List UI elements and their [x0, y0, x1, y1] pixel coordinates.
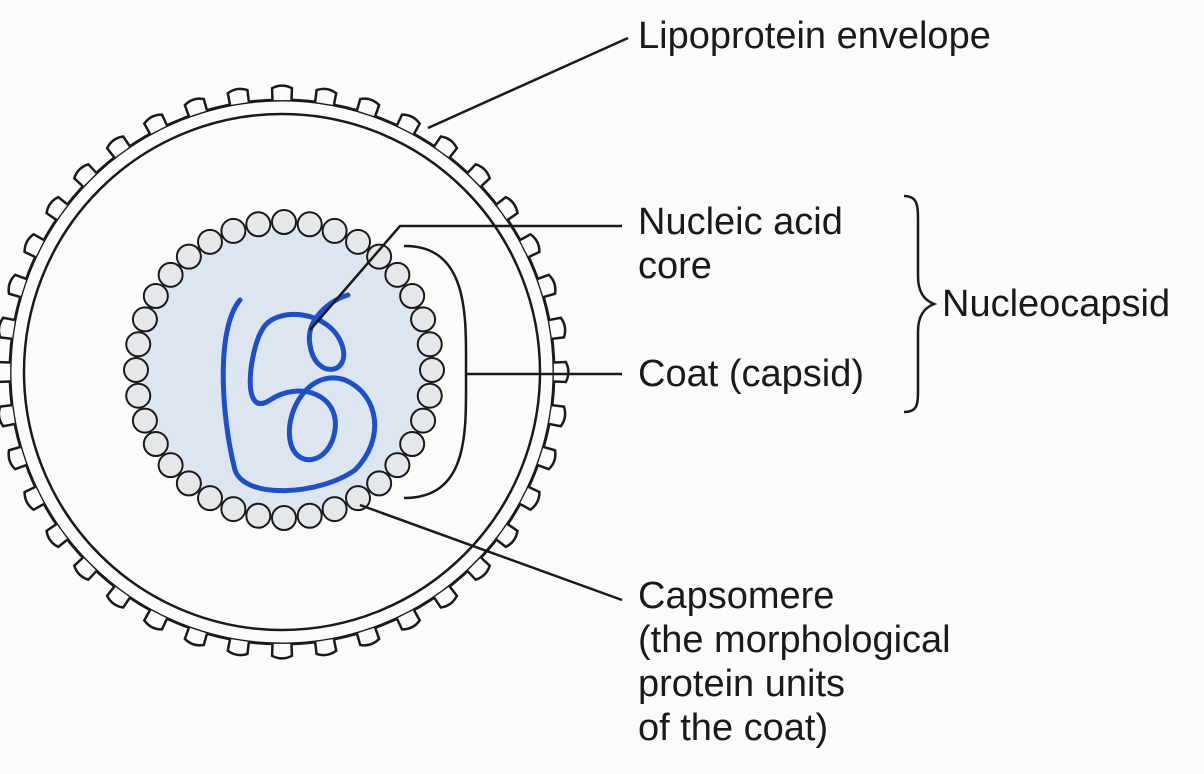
envelope-spike: [144, 115, 167, 135]
envelope-spike: [357, 628, 379, 646]
envelope-spike: [538, 275, 556, 297]
label-lipoprotein-envelope: Lipoprotein envelope: [638, 14, 991, 58]
envelope-spike: [47, 197, 68, 220]
capsomere: [198, 230, 222, 254]
envelope-spike: [397, 115, 420, 135]
envelope-spike: [434, 137, 457, 158]
capsomere: [198, 486, 222, 510]
capsomere: [126, 384, 150, 408]
envelope-spike: [185, 628, 207, 646]
label-capsomere-line-2: (the morphological: [638, 618, 951, 662]
capsomere: [298, 504, 322, 528]
capsomere: [133, 307, 157, 331]
envelope-spike: [272, 86, 292, 101]
capsomere: [323, 497, 347, 521]
capsomere: [177, 471, 201, 495]
nucleocapsid-brace: [904, 196, 934, 412]
envelope-spike: [397, 610, 420, 630]
capsomere: [246, 212, 270, 236]
capsomere: [418, 384, 442, 408]
capsomere: [272, 210, 296, 234]
label-nucleic-acid-line-1: Nucleic acid: [638, 200, 843, 244]
capsomere: [221, 219, 245, 243]
envelope-spike: [107, 137, 130, 158]
label-capsomere-line-1: Capsomere: [638, 574, 951, 618]
capsomere: [385, 453, 409, 477]
capsomere: [159, 263, 183, 287]
capsomere: [246, 504, 270, 528]
envelope-spike: [357, 99, 379, 117]
capsomere: [418, 332, 442, 356]
envelope-spike: [144, 610, 167, 630]
envelope-spike: [74, 557, 96, 579]
capsomere: [385, 263, 409, 287]
envelope-spike: [74, 164, 96, 186]
label-capsomere-line-4: of the coat): [638, 706, 951, 750]
capsomere: [133, 409, 157, 433]
capsomere: [323, 219, 347, 243]
capsomere: [367, 471, 391, 495]
label-nucleocapsid: Nucleocapsid: [942, 282, 1170, 326]
envelope-spike: [554, 362, 569, 382]
capsomere: [420, 358, 444, 382]
capsomere: [298, 212, 322, 236]
envelope-spike: [520, 234, 540, 257]
envelope-spike: [434, 586, 457, 607]
envelope-spike: [25, 234, 45, 257]
envelope-spike: [538, 447, 556, 469]
label-coat-capsid: Coat (capsid): [638, 352, 864, 396]
capsomere: [177, 245, 201, 269]
envelope-spike: [496, 524, 517, 547]
capsomere: [124, 358, 148, 382]
capsomere: [411, 409, 435, 433]
envelope-spike: [467, 164, 489, 186]
label-nucleic-acid-core: Nucleic acid core: [638, 200, 843, 288]
envelope-spike: [47, 524, 68, 547]
envelope-spike: [107, 586, 130, 607]
envelope-spike: [9, 275, 27, 297]
envelope-spike: [496, 197, 517, 220]
capsomere: [411, 307, 435, 331]
envelope-spike: [467, 557, 489, 579]
capsomere: [346, 230, 370, 254]
leader-line-envelope: [428, 38, 628, 128]
capsomere: [400, 432, 424, 456]
label-capsomere-line-3: protein units: [638, 662, 951, 706]
envelope-spike: [520, 487, 540, 510]
capsomere: [144, 284, 168, 308]
capsomere: [400, 284, 424, 308]
capsomere: [159, 453, 183, 477]
envelope-spike: [0, 362, 10, 382]
envelope-spike: [272, 644, 292, 659]
capsomere: [144, 432, 168, 456]
label-capsomere: Capsomere (the morphological protein uni…: [638, 574, 951, 750]
envelope-spike: [25, 487, 45, 510]
label-nucleic-acid-line-2: core: [638, 244, 843, 288]
envelope-spike: [9, 447, 27, 469]
capsomere: [272, 506, 296, 530]
leader-line-capsomere: [360, 505, 622, 600]
capsomere: [126, 332, 150, 356]
capsomere: [221, 497, 245, 521]
envelope-spike: [185, 99, 207, 117]
capsid-interior: [142, 228, 426, 512]
